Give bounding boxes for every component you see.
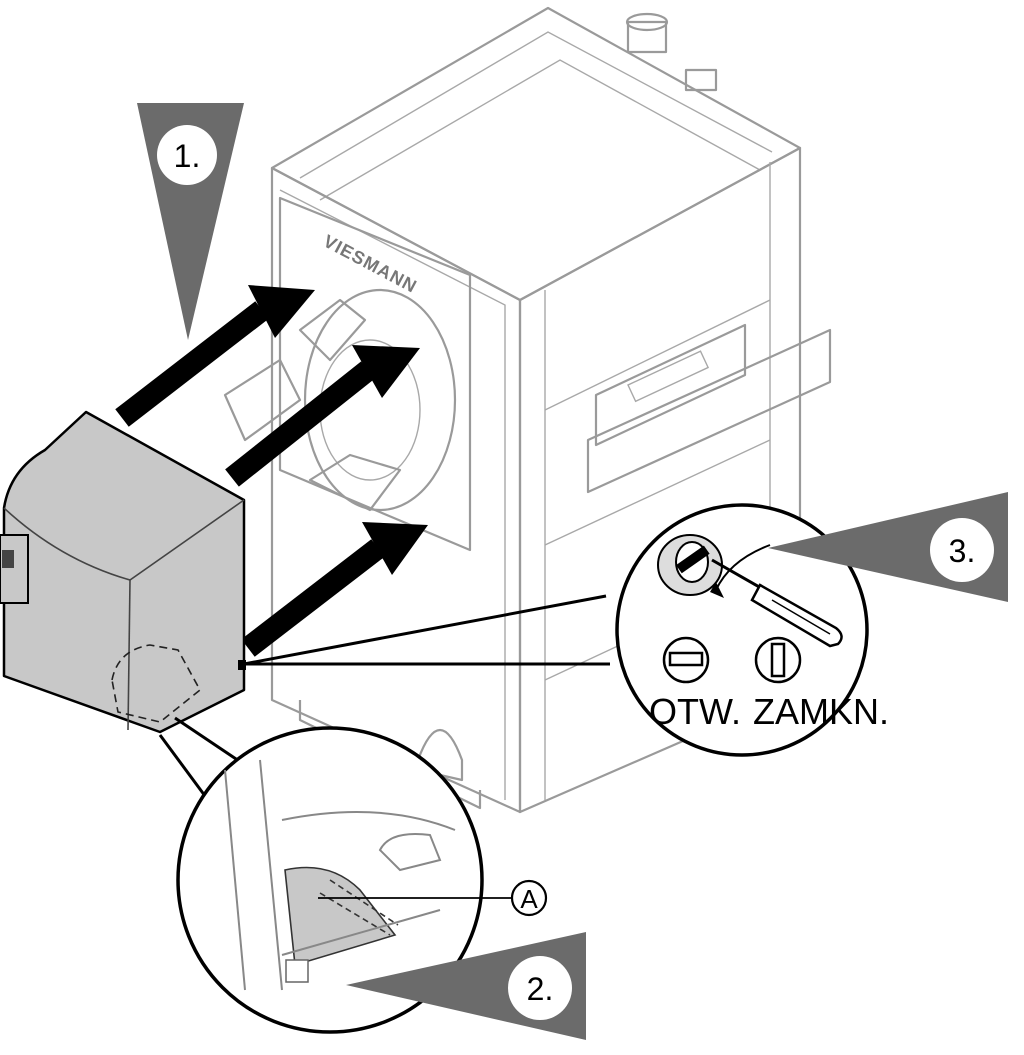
insertion-arrows	[115, 285, 428, 657]
lock-callout	[243, 503, 869, 757]
arrow-middle	[225, 345, 420, 487]
step-label-3: 3.	[949, 533, 976, 569]
burner-cover	[0, 410, 246, 734]
unlocked-symbol-icon	[662, 636, 710, 684]
brand-logo: VIESMANN	[320, 231, 420, 297]
step-label-2: 2.	[527, 971, 554, 1007]
label-closed: ZAMKN.	[753, 691, 889, 732]
screwdriver-icon	[711, 558, 843, 648]
bottom-detail-callout	[158, 716, 548, 1034]
step-marker-3	[768, 492, 1008, 602]
step-marker-1	[137, 103, 244, 340]
step-marker-2	[346, 932, 586, 1040]
label-open: OTW.	[649, 691, 741, 732]
arrow-upper	[115, 285, 315, 427]
step-label-1: 1.	[174, 138, 201, 174]
arrow-lower	[241, 522, 428, 657]
locked-symbol-icon	[754, 636, 802, 684]
part-label-a: A	[520, 884, 538, 914]
